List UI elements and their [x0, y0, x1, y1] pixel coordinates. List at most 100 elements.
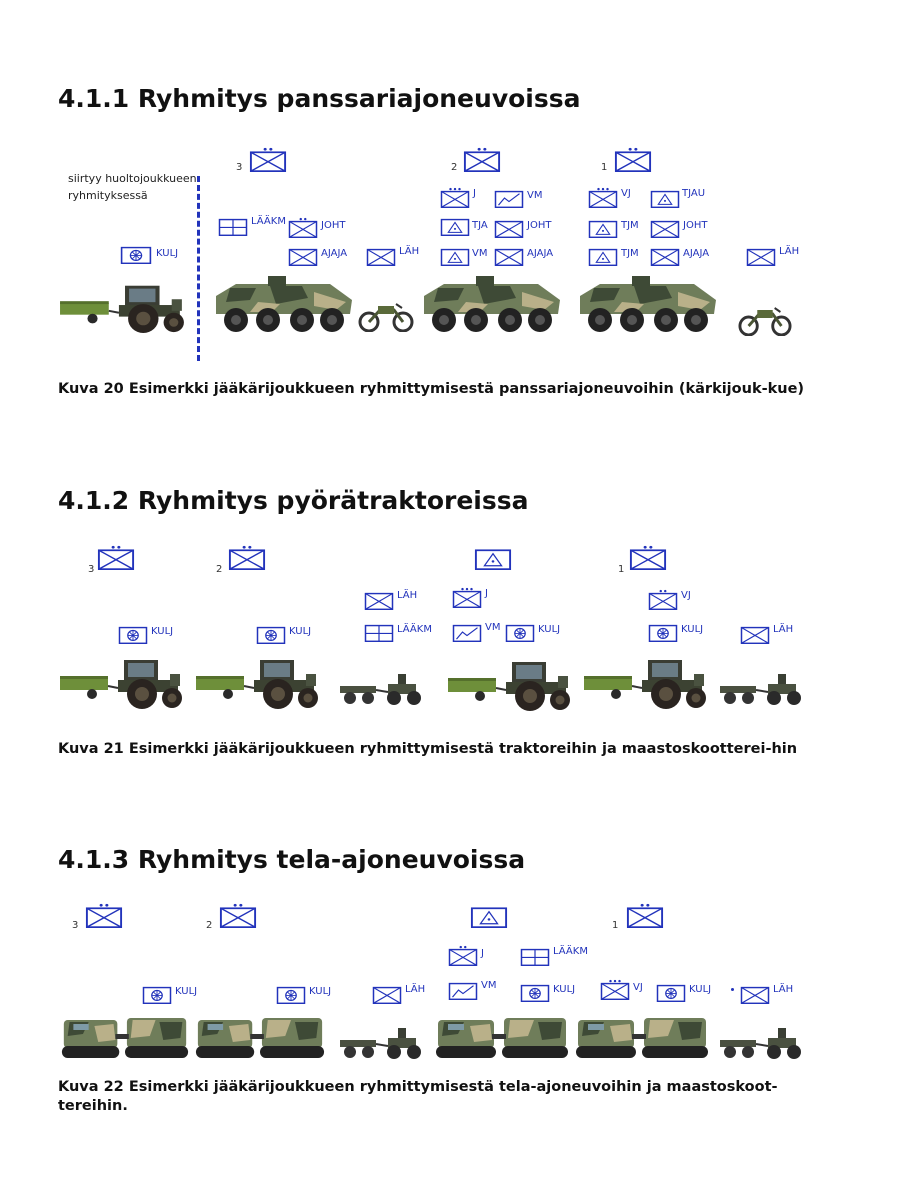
atv-with-trailer-image — [338, 1026, 426, 1062]
symbol-label: AJAJA — [527, 248, 554, 259]
joht-symbol-icon — [494, 218, 524, 238]
symbol-label: TJM — [621, 248, 639, 259]
ajaja-symbol-icon — [288, 246, 318, 266]
joht-symbol-icon — [288, 217, 318, 238]
motorcycle-image — [738, 302, 792, 336]
laakm-symbol-icon — [218, 216, 248, 236]
squad-number: 1 — [601, 162, 608, 173]
squad-number: 3 — [72, 920, 79, 931]
j-symbol-icon — [440, 187, 470, 208]
squad-number: 3 — [88, 564, 95, 575]
kulj-symbol-icon — [256, 624, 286, 644]
symbol-label: KULJ — [289, 626, 312, 637]
j-symbol-icon — [452, 587, 482, 608]
squad-number: 2 — [216, 564, 223, 575]
marker-dot — [731, 988, 734, 991]
symbol-label: VM — [481, 980, 497, 991]
figure-tela-ajoneuvot: 3 KULJ 2 KULJ LÄH J LÄÄKM VM KULJ 1 VJ K… — [0, 898, 911, 1066]
symbol-label: JOHT — [683, 220, 708, 231]
symbol-label: TJM — [621, 220, 639, 231]
symbol-label: KULJ — [156, 248, 179, 259]
tja-symbol-icon — [440, 216, 470, 236]
squad-number: 2 — [451, 162, 458, 173]
joht-symbol-icon — [650, 218, 680, 238]
tracked-vehicle-image — [60, 1010, 190, 1062]
lah-symbol-icon — [746, 246, 776, 266]
lah-symbol-icon — [740, 624, 770, 644]
squad-1-symbol-icon — [629, 545, 667, 570]
motorcycle-image — [358, 298, 414, 332]
atv-with-trailer-image — [338, 672, 426, 708]
symbol-label: VJ — [621, 188, 631, 199]
symbol-label: J — [473, 188, 476, 199]
j-symbol-icon — [448, 945, 478, 966]
symbol-label: VM — [472, 248, 488, 259]
laakm-symbol-icon — [520, 946, 550, 966]
symbol-label: LÄH — [399, 246, 420, 257]
symbol-label: LÄÄKM — [251, 216, 286, 227]
tjm-symbol-icon — [588, 218, 618, 238]
tractor-with-trailer-image — [58, 652, 188, 710]
vj-symbol-icon — [600, 979, 630, 1000]
tractor-with-trailer-image — [58, 278, 190, 334]
tractor-with-trailer-image — [446, 654, 576, 712]
vm-symbol-icon — [494, 188, 524, 208]
symbol-label: LÄH — [405, 984, 426, 995]
vm-symbol-icon — [452, 622, 482, 642]
kulj-symbol-icon — [276, 984, 306, 1004]
vm-symbol-icon — [448, 980, 478, 1000]
squad-3-symbol-icon — [97, 545, 135, 570]
platoon-leader-symbol-icon — [470, 904, 508, 928]
section-heading: 4.1.3 Ryhmitys tela-ajoneuvoissa — [58, 845, 526, 874]
tracked-vehicle-image — [194, 1010, 326, 1062]
figure-caption: Kuva 20 Esimerkki jääkärijoukkueen ryhmi… — [58, 381, 805, 397]
symbol-label: KULJ — [689, 984, 712, 995]
section-heading: 4.1.1 Ryhmitys panssariajoneuvoissa — [58, 84, 581, 113]
symbol-label: VM — [485, 622, 501, 633]
tractor-with-trailer-image — [194, 652, 324, 710]
symbol-label: LÄH — [397, 590, 418, 601]
symbol-label: VJ — [681, 590, 691, 601]
symbol-label: KULJ — [175, 986, 198, 997]
squad-3-symbol-icon — [249, 147, 287, 172]
tracked-vehicle-image — [574, 1010, 710, 1062]
symbol-label: VJ — [633, 982, 643, 993]
squad-1-symbol-icon — [614, 147, 652, 172]
armoured-vehicle-image — [418, 274, 564, 336]
armoured-vehicle-image — [574, 274, 720, 336]
platoon-leader-symbol-icon — [474, 546, 512, 570]
symbol-label: TJA — [472, 220, 488, 231]
symbol-label: JOHT — [321, 220, 346, 231]
section-heading: 4.1.2 Ryhmitys pyörätraktoreissa — [58, 486, 529, 515]
separator-line — [197, 176, 200, 361]
vm-tj-symbol-icon — [440, 246, 470, 266]
tjm-symbol-icon — [588, 246, 618, 266]
figure-pyoratraktorit: 3 KULJ 2 KULJ LÄH LÄÄKM J VM KULJ 1 VJ K… — [0, 538, 911, 718]
kulj-symbol-icon — [520, 982, 550, 1002]
squad-1-symbol-icon — [626, 903, 664, 928]
symbol-label: LÄH — [773, 624, 794, 635]
squad-number: 2 — [206, 920, 213, 931]
symbol-label: JOHT — [527, 220, 552, 231]
figure-caption: Kuva 21 Esimerkki jääkärijoukkueen ryhmi… — [58, 741, 798, 757]
squad-number: 3 — [236, 162, 243, 173]
symbol-label: J — [481, 948, 484, 959]
squad-2-symbol-icon — [219, 903, 257, 928]
tracked-vehicle-image — [434, 1010, 570, 1062]
symbol-label: KULJ — [681, 624, 704, 635]
armoured-vehicle-image — [210, 274, 356, 336]
symbol-label: KULJ — [151, 626, 174, 637]
kulj-symbol-icon — [656, 982, 686, 1002]
squad-2-symbol-icon — [463, 147, 501, 172]
symbol-label: LÄH — [779, 246, 800, 257]
squad-2-symbol-icon — [228, 545, 266, 570]
figure-caption: Kuva 22 Esimerkki jääkärijoukkueen ryhmi… — [58, 1079, 778, 1114]
tjau-symbol-icon — [650, 188, 680, 208]
squad-number: 1 — [612, 920, 619, 931]
kulj-symbol-icon — [505, 622, 535, 642]
lah-symbol-icon — [364, 590, 394, 610]
kulj-symbol-icon — [120, 244, 152, 264]
atv-with-trailer-image — [718, 1026, 806, 1062]
squad-3-symbol-icon — [85, 903, 123, 928]
ajaja-symbol-icon — [650, 246, 680, 266]
